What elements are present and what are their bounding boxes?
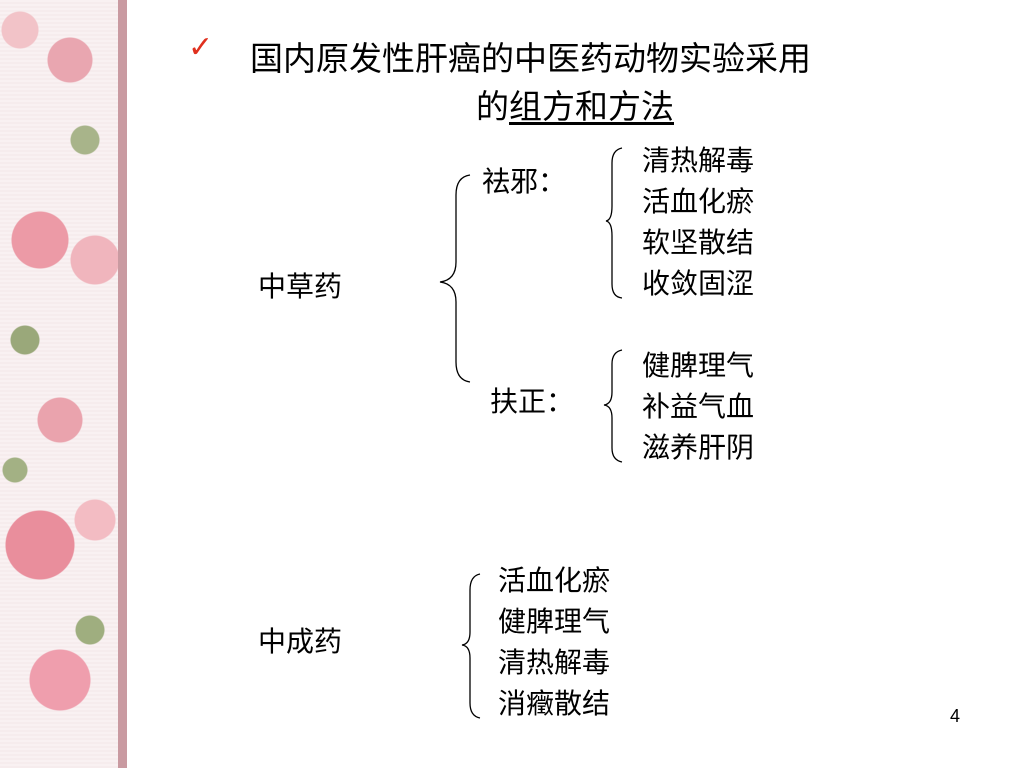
qu-xie-label: 祛邪： (482, 165, 567, 198)
fu-zheng-item: 补益气血 (642, 390, 755, 423)
border-divider-bar (118, 0, 127, 768)
page-number: 4 (950, 706, 961, 726)
floral-border-decoration (0, 0, 118, 768)
qu-xie-item: 软坚散结 (642, 226, 755, 259)
title-prefix: 的 (476, 87, 509, 126)
qu-xie-item: 清热解毒 (642, 144, 755, 177)
qu-xie-item: 收敛固涩 (642, 267, 755, 300)
qu-xie-item: 活血化瘀 (642, 185, 755, 218)
title-underlined-text: 组方和方法 (509, 87, 674, 126)
patent-item: 健脾理气 (498, 605, 611, 638)
fu-zheng-item: 健脾理气 (642, 349, 755, 382)
patent-medicine-label: 中成药 (258, 625, 343, 658)
patent-item: 活血化瘀 (498, 564, 611, 597)
slide-title-line-1: 国内原发性肝癌的中医药动物实验采用 (250, 39, 811, 78)
herbal-main-brace (439, 174, 471, 383)
patent-item: 清热解毒 (498, 646, 611, 679)
checkmark-bullet-icon: ✓ (188, 30, 214, 65)
patent-brace (461, 573, 481, 719)
herbal-medicine-label: 中草药 (258, 270, 343, 303)
qu-xie-brace (605, 147, 623, 299)
slide-title-line-2: 的组方和方法 (476, 80, 674, 128)
fu-zheng-brace (603, 349, 623, 463)
fu-zheng-label: 扶正： (490, 385, 575, 418)
fu-zheng-item: 滋养肝阴 (642, 431, 755, 464)
patent-item: 消癥散结 (498, 687, 611, 720)
